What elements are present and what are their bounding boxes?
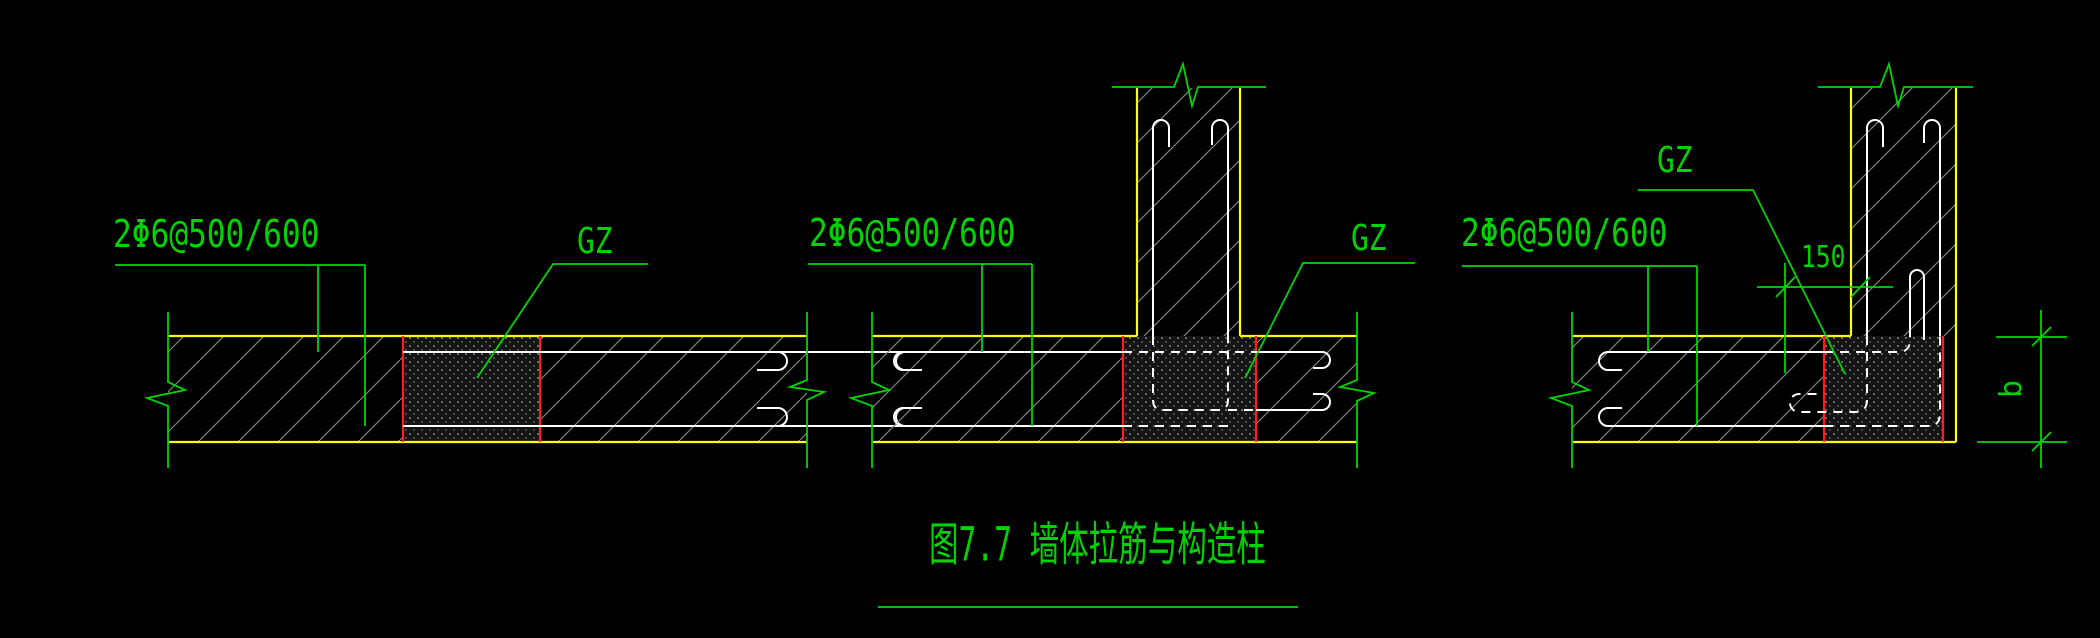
- dimension-150: [1757, 263, 1893, 373]
- gz-label-left: GZ: [577, 221, 613, 262]
- column-bar-bend-hidden: [1789, 336, 1868, 413]
- wall-face-lines: [168, 334, 807, 444]
- wall-face-lines: [1572, 334, 1956, 444]
- detail-corner-wall-column: [1462, 60, 2067, 468]
- detail-straight-wall: [115, 263, 922, 468]
- gz-boundary-lines: [1822, 336, 1945, 442]
- lap-length-150-label: 150: [1801, 240, 1846, 275]
- figure-caption: 图7.7 墙体拉筋与构造柱: [929, 519, 1266, 573]
- tie-bar-top-hidden: [1824, 336, 1911, 353]
- tie-bar-bottom: [1598, 119, 1941, 427]
- column-bar: [1866, 119, 1884, 336]
- tie-label-leader: [1462, 265, 1698, 426]
- dimension-b: [1977, 310, 2067, 468]
- gz-leader: [1638, 189, 1846, 375]
- wall-hatch: [168, 336, 403, 442]
- gz-label-middle: GZ: [1351, 218, 1387, 259]
- column-face-lines: [1849, 88, 1958, 442]
- break-line-column-top: [1818, 60, 1973, 110]
- break-line-left: [143, 312, 188, 468]
- column-bars: [1152, 119, 1229, 336]
- gz-column-region: [403, 336, 540, 442]
- gz-boundary-lines: [401, 336, 542, 442]
- break-line-right: [1336, 312, 1377, 468]
- tie-bar-top: [893, 351, 1331, 371]
- wall-thickness-b-label: b: [1994, 379, 2030, 399]
- wall-hatch: [540, 336, 807, 442]
- tie-spacing-label-left: 2Φ6@500/600: [113, 212, 320, 256]
- wall-hatch: [1572, 336, 1824, 442]
- gz-leader: [1244, 262, 1415, 379]
- break-line-left: [847, 312, 892, 468]
- detail-tee-wall-column: [808, 60, 1415, 468]
- gz-column-region: [1824, 336, 1943, 442]
- tie-spacing-label-right: 2Φ6@500/600: [1461, 211, 1668, 255]
- wall-hatch: [872, 336, 1123, 442]
- tie-bar-bottom-hidden: [1824, 336, 1941, 427]
- wall-hatch: [1256, 336, 1357, 442]
- gz-label-right: GZ: [1657, 140, 1693, 181]
- tie-label-leader: [115, 264, 366, 426]
- column-bar-bend-hidden: [1152, 336, 1256, 411]
- break-line-left: [1547, 312, 1592, 468]
- column-face-lines: [1135, 88, 1242, 336]
- gz-leader: [476, 263, 648, 379]
- gz-boundary-lines: [1121, 336, 1258, 442]
- column-hatch: [1137, 88, 1240, 336]
- wall-face-lines: [872, 334, 1357, 444]
- column-bar-bend: [1256, 393, 1331, 411]
- tie-bar-top: [1598, 269, 1925, 371]
- column-hatch: [1851, 88, 1956, 336]
- break-line-right: [786, 312, 828, 468]
- tie-spacing-label-middle: 2Φ6@500/600: [809, 211, 1016, 255]
- break-line-column-top: [1112, 60, 1266, 110]
- tie-bar-bottom: [893, 407, 1123, 427]
- tie-label-leader: [808, 263, 1033, 426]
- gz-column-region: [1123, 336, 1256, 442]
